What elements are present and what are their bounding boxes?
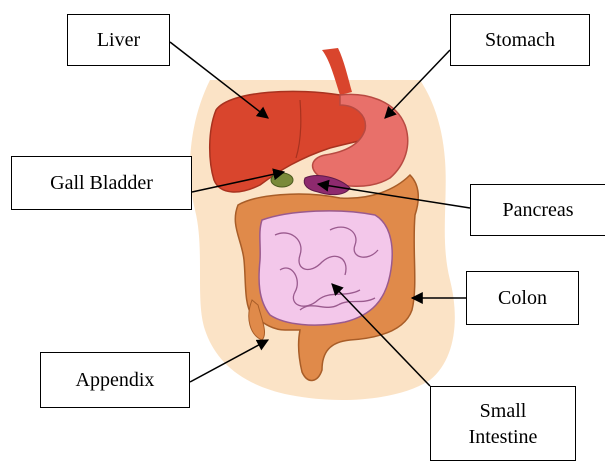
stomach-label: Stomach: [450, 14, 590, 66]
liver-label: Liver: [67, 14, 170, 66]
small-intestine-organ: [259, 211, 392, 325]
small-intestine-label-line1: Small: [480, 398, 527, 424]
gall-bladder-organ: [271, 173, 293, 187]
small-intestine-label-line2: Intestine: [469, 424, 538, 450]
appendix-label: Appendix: [40, 352, 190, 408]
pancreas-label: Pancreas: [470, 184, 605, 236]
colon-label: Colon: [466, 271, 579, 325]
small-intestine-label: Small Intestine: [430, 386, 576, 461]
gall-bladder-label: Gall Bladder: [11, 156, 192, 210]
